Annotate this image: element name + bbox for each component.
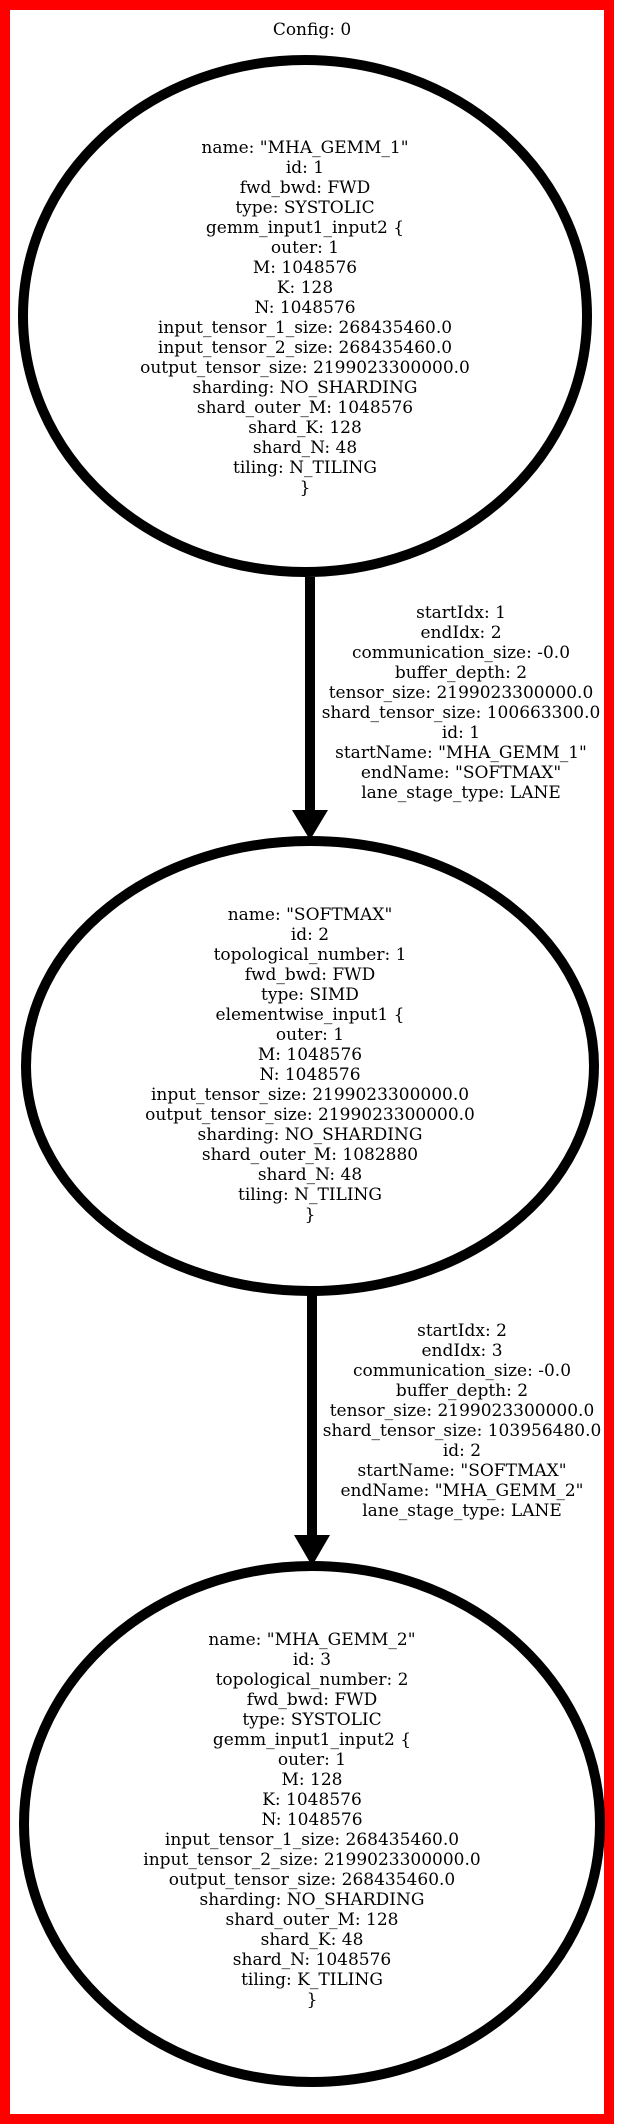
- node-mha-gemm-2-label-line: outer: 1: [278, 1750, 346, 1770]
- node-mha-gemm-2-ellipse: [19, 1561, 605, 2087]
- node-mha-gemm-2-label-line: K: 1048576: [262, 1790, 362, 1810]
- node-softmax-label-line: shard_N: 48: [258, 1165, 362, 1185]
- node-mha-gemm-1-label-line: sharding: NO_SHARDING: [193, 378, 418, 398]
- node-mha-gemm-1-label-line: K: 128: [277, 278, 333, 298]
- edge-1-2-label-line: communication_size: -0.0: [352, 643, 570, 663]
- edge-2-3-label-line: startName: "SOFTMAX": [357, 1461, 566, 1481]
- node-mha-gemm-1-label-line: fwd_bwd: FWD: [240, 178, 371, 198]
- node-mha-gemm-2-label-line: input_tensor_2_size: 2199023300000.0: [143, 1850, 480, 1870]
- node-mha-gemm-1-label-line: tiling: N_TILING: [233, 458, 377, 478]
- edge-1-2-label-line: startIdx: 1: [416, 603, 506, 623]
- node-mha-gemm-2-label-line: }: [307, 1990, 318, 2010]
- node-mha-gemm-1-ellipse: [18, 55, 592, 577]
- node-mha-gemm-2-label-line: topological_number: 2: [216, 1670, 409, 1690]
- node-softmax-label-line: topological_number: 1: [214, 945, 407, 965]
- edge-2-3-label-line: tensor_size: 2199023300000.0: [330, 1401, 595, 1421]
- node-softmax-label-line: output_tensor_size: 2199023300000.0: [145, 1105, 475, 1125]
- node-mha-gemm-2-label-line: fwd_bwd: FWD: [247, 1690, 378, 1710]
- node-mha-gemm-1-label-line: gemm_input1_input2 {: [206, 218, 404, 238]
- node-softmax-label-line: sharding: NO_SHARDING: [198, 1125, 423, 1145]
- node-softmax-label-line: M: 1048576: [258, 1045, 362, 1065]
- node-mha-gemm-1-label-line: }: [300, 478, 311, 498]
- node-softmax-label-line: type: SIMD: [261, 985, 359, 1005]
- edge-2-3-label-line: endIdx: 3: [421, 1341, 502, 1361]
- edge-1-2-label-line: id: 1: [442, 723, 480, 743]
- node-mha-gemm-2-label-line: sharding: NO_SHARDING: [200, 1890, 425, 1910]
- edge-2-3-arrowhead: [294, 1535, 330, 1566]
- cluster-border: [0, 0, 614, 2124]
- node-softmax-label-line: elementwise_input1 {: [216, 1005, 405, 1025]
- edge-2-3-label-line: shard_tensor_size: 103956480.0: [323, 1421, 602, 1441]
- node-mha-gemm-2-label-line: shard_K: 48: [261, 1930, 364, 1950]
- node-mha-gemm-2-label-line: shard_N: 1048576: [233, 1950, 391, 1970]
- node-mha-gemm-2-label-line: id: 3: [293, 1650, 331, 1670]
- node-mha-gemm-1-label-line: outer: 1: [271, 238, 339, 258]
- node-mha-gemm-1-label-line: M: 1048576: [253, 258, 357, 278]
- edge-1-2-arrowhead: [292, 810, 328, 840]
- node-mha-gemm-1-label-line: input_tensor_1_size: 268435460.0: [158, 318, 452, 338]
- edge-1-2-label-line: tensor_size: 2199023300000.0: [329, 683, 594, 703]
- node-mha-gemm-1-label-line: input_tensor_2_size: 268435460.0: [158, 338, 452, 358]
- node-mha-gemm-2-label-line: type: SYSTOLIC: [242, 1710, 381, 1730]
- node-mha-gemm-1-label-line: id: 1: [286, 158, 324, 178]
- edge-2-3-label-line: lane_stage_type: LANE: [362, 1501, 562, 1521]
- node-mha-gemm-2-label-line: gemm_input1_input2 {: [213, 1730, 411, 1750]
- node-mha-gemm-1-label-line: name: "MHA_GEMM_1": [201, 138, 408, 158]
- node-softmax-label-line: fwd_bwd: FWD: [245, 965, 376, 985]
- node-mha-gemm-1-label-line: N: 1048576: [254, 298, 355, 318]
- node-mha-gemm-1-label-line: type: SYSTOLIC: [235, 198, 374, 218]
- node-mha-gemm-1-label-line: shard_outer_M: 1048576: [197, 398, 413, 418]
- cluster-title: Config: 0: [273, 20, 351, 40]
- edge-2-3-label-line: startIdx: 2: [417, 1321, 507, 1341]
- node-mha-gemm-2-label-line: tiling: K_TILING: [241, 1970, 383, 1990]
- node-softmax-label-line: name: "SOFTMAX": [228, 905, 393, 925]
- node-mha-gemm-1-label-line: shard_K: 128: [248, 418, 362, 438]
- edge-2-3-label-line: id: 2: [443, 1441, 481, 1461]
- node-mha-gemm-1-label-line: output_tensor_size: 2199023300000.0: [140, 358, 470, 378]
- edge-2-3-label-line: communication_size: -0.0: [353, 1361, 571, 1381]
- edge-2-3-label-line: endName: "MHA_GEMM_2": [341, 1481, 584, 1501]
- node-softmax-label-line: id: 2: [291, 925, 329, 945]
- node-mha-gemm-2-label-line: M: 128: [282, 1770, 343, 1790]
- node-softmax-label-line: tiling: N_TILING: [238, 1185, 382, 1205]
- node-mha-gemm-2-label-line: output_tensor_size: 268435460.0: [169, 1870, 455, 1890]
- node-mha-gemm-2-label-line: input_tensor_1_size: 268435460.0: [165, 1830, 459, 1850]
- node-softmax-label-line: shard_outer_M: 1082880: [202, 1145, 418, 1165]
- edge-1-2-label-line: endIdx: 2: [420, 623, 501, 643]
- node-mha-gemm-2-label-line: shard_outer_M: 128: [225, 1910, 398, 1930]
- node-softmax-label-line: N: 1048576: [259, 1065, 360, 1085]
- edge-2-3-label-line: buffer_depth: 2: [396, 1381, 528, 1401]
- node-softmax-label-line: input_tensor_size: 2199023300000.0: [151, 1085, 469, 1105]
- edge-1-2-label-line: lane_stage_type: LANE: [361, 783, 561, 803]
- edge-1-2-label-line: startName: "MHA_GEMM_1": [335, 743, 587, 763]
- edge-1-2-label-line: endName: "SOFTMAX": [361, 763, 561, 783]
- node-mha-gemm-2-label-line: name: "MHA_GEMM_2": [208, 1630, 415, 1650]
- node-softmax-ellipse: [21, 836, 599, 1296]
- node-softmax-label-line: }: [305, 1205, 316, 1225]
- node-mha-gemm-2-label-line: N: 1048576: [261, 1810, 362, 1830]
- node-softmax-label-line: outer: 1: [276, 1025, 344, 1045]
- edge-1-2-label-line: shard_tensor_size: 100663300.0: [322, 703, 601, 723]
- node-mha-gemm-1-label-line: shard_N: 48: [253, 438, 357, 458]
- edge-1-2-label-line: buffer_depth: 2: [395, 663, 527, 683]
